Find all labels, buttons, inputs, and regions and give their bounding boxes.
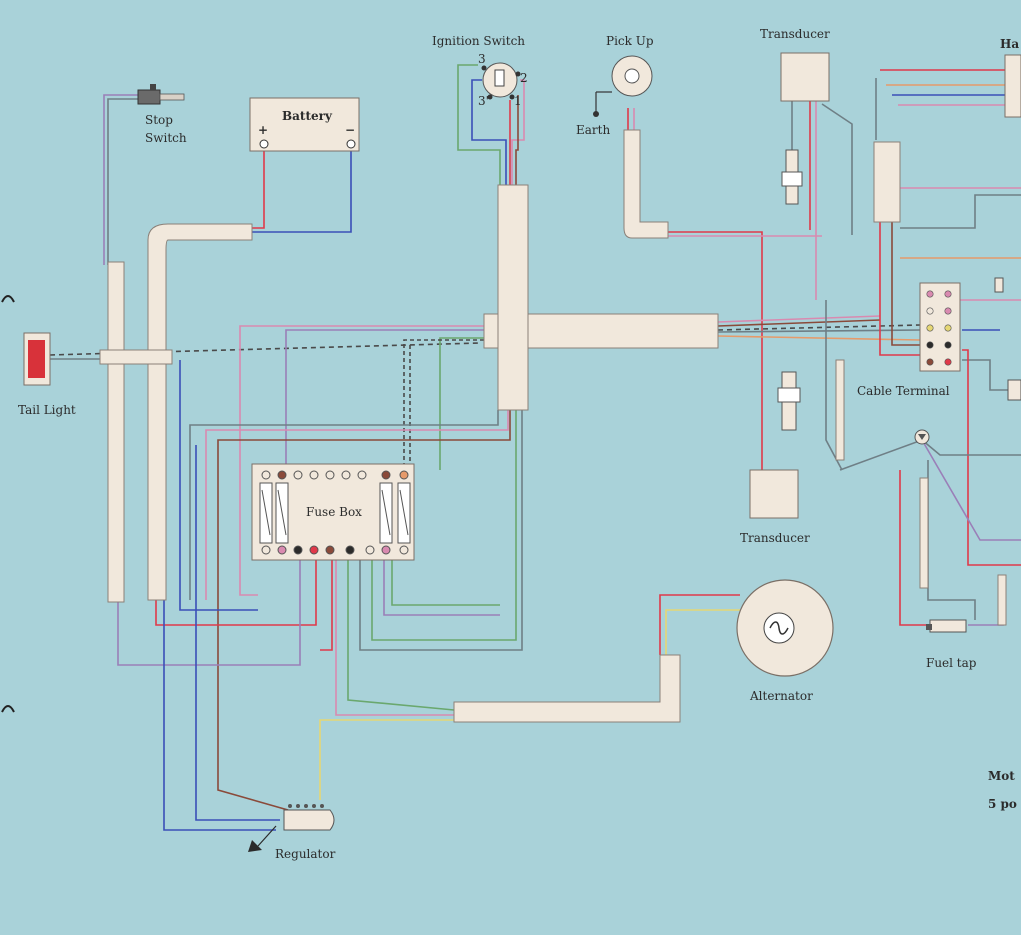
regulator-icon — [248, 804, 335, 852]
ign-pin-3b: 3' — [478, 94, 489, 108]
tail-light-label: Tail Light — [18, 403, 76, 417]
spark-plug-icon — [781, 149, 803, 205]
junction-connector — [914, 277, 1021, 445]
pin-marks — [1, 295, 15, 713]
wires — [49, 64, 1021, 831]
ignition-switch-label: Ignition Switch — [432, 34, 525, 48]
alternator-icon — [736, 579, 834, 677]
stop-switch-label: Stop — [145, 113, 173, 127]
harness-connector — [1004, 54, 1021, 118]
battery-plus-label: + — [258, 123, 268, 137]
earth-icon — [593, 111, 599, 117]
earth-label: Earth — [576, 123, 610, 137]
pick-up-label: Pick Up — [606, 34, 654, 48]
ign-pin-1: 1 — [514, 94, 522, 108]
note-line-1: Mot — [988, 769, 1015, 783]
tail-light-icon — [23, 332, 51, 386]
ign-pin-3: 3 — [478, 52, 486, 66]
cable-terminal — [919, 282, 961, 372]
fuel-tap-label: Fuel tap — [926, 656, 977, 670]
pickup-icon — [595, 55, 653, 112]
stop-switch-label-2: Switch — [145, 131, 187, 145]
transducer-top-label: Transducer — [760, 27, 830, 41]
harness-looms — [99, 129, 1007, 723]
stop-switch-icon — [137, 84, 185, 105]
battery-icon — [249, 97, 360, 152]
regulator-label: Regulator — [275, 847, 336, 861]
harness-label: Ha — [1000, 37, 1019, 51]
note-line-2: 5 po — [988, 797, 1017, 811]
ign-pin-2: 2 — [520, 71, 528, 85]
spark-plug-icon-2 — [777, 371, 801, 431]
battery-minus-label: − — [345, 123, 355, 137]
battery-label: Battery — [282, 109, 333, 123]
alternator-label: Alternator — [749, 689, 813, 703]
transducer-bottom-label: Transducer — [740, 531, 810, 545]
fuse-box — [251, 463, 415, 561]
transducer-bottom — [749, 469, 799, 519]
transducer-top — [780, 52, 830, 102]
ignition-switch-icon — [481, 62, 521, 100]
fuse-box-label: Fuse Box — [306, 505, 362, 519]
fuel-tap-icon — [926, 619, 967, 633]
cable-terminal-label: Cable Terminal — [857, 384, 950, 398]
